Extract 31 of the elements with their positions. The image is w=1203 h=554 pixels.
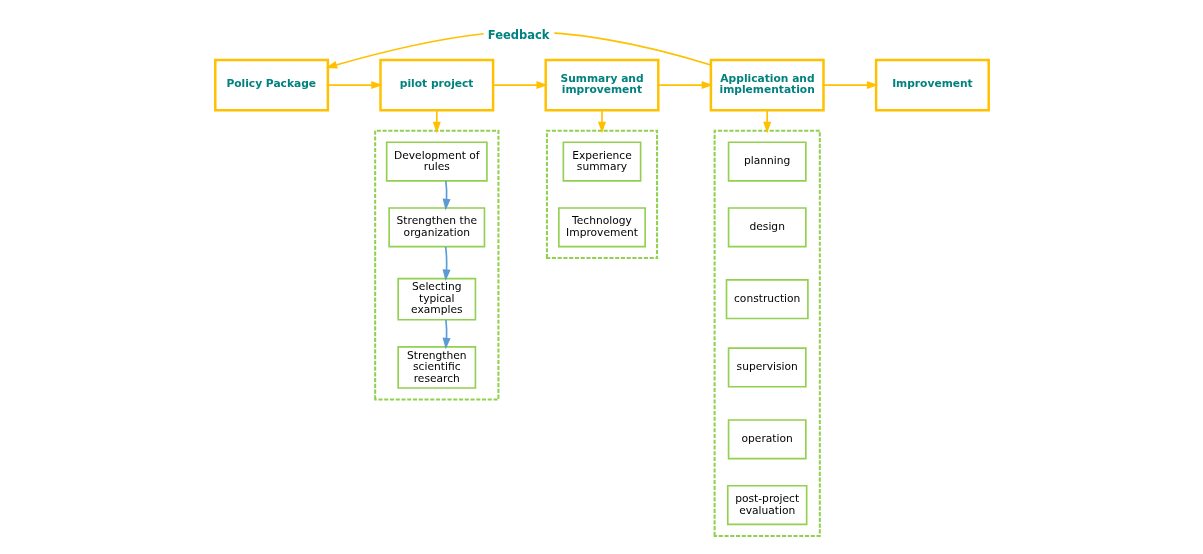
cluster (545, 129, 658, 260)
arrow (762, 109, 771, 134)
arrow (442, 319, 451, 350)
edge-label: Feedback (487, 28, 549, 43)
node-box: Improvement (874, 58, 990, 112)
node-box: construction (725, 279, 809, 320)
arrow (657, 81, 713, 90)
arrow (326, 81, 383, 90)
arrow (822, 81, 878, 90)
arrow (597, 109, 606, 134)
cluster (713, 129, 821, 537)
node-box: Strengthen the organization (387, 207, 485, 248)
node-box: Application and implementation (709, 58, 825, 112)
node-box: Development of rules (385, 141, 488, 182)
node-box: Summary and improvement (543, 58, 660, 112)
arrow (442, 246, 451, 281)
node-box: Technology Improvement (557, 207, 646, 248)
node-box: operation (727, 419, 807, 460)
node-box: pilot project (378, 58, 494, 112)
cluster (373, 129, 499, 401)
node-box: Selecting typical examples (396, 277, 476, 321)
node-box: Policy Package (213, 58, 329, 112)
arrow (442, 180, 451, 211)
node-box: design (727, 207, 807, 248)
node-box: supervision (727, 347, 807, 388)
arrow (432, 109, 441, 134)
node-box: planning (727, 141, 807, 182)
node-box: Experience summary (562, 141, 641, 182)
node-box: post-project evaluation (726, 484, 807, 526)
node-box: Strengthen scientific research (396, 346, 476, 389)
arrow (491, 81, 548, 90)
